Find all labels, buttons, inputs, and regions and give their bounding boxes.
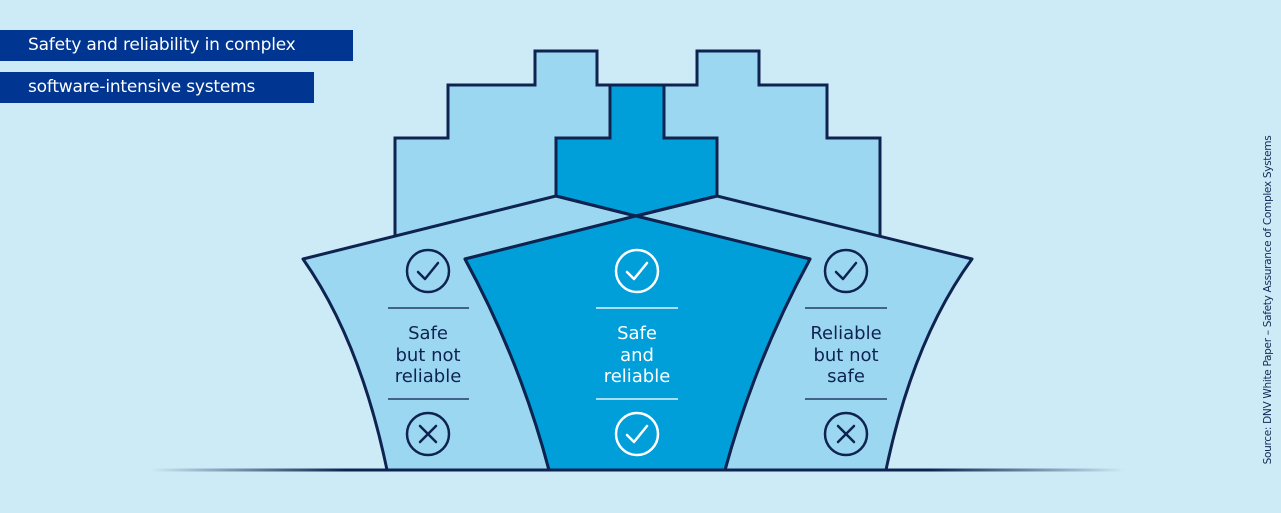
water-line <box>150 468 1125 472</box>
check-circle-icon <box>614 248 660 294</box>
ship-label-line: reliable <box>604 366 671 387</box>
ship-label-line: and <box>620 345 654 366</box>
ship-label-line: safe <box>827 366 865 387</box>
left-ship-content: Safe but not reliable <box>388 248 469 457</box>
ship-label-line: reliable <box>395 366 462 387</box>
ship-label-line: Reliable <box>810 323 881 344</box>
check-circle-icon <box>823 248 869 294</box>
deck-line-b <box>635 194 718 218</box>
deck-line-a <box>555 194 637 218</box>
ship-label-line: but not <box>813 345 878 366</box>
x-circle-icon <box>405 411 451 457</box>
x-circle-icon <box>823 411 869 457</box>
center-ship-content: Safe and reliable <box>596 248 678 457</box>
check-circle-icon <box>614 411 660 457</box>
check-circle-icon <box>405 248 451 294</box>
title-line-2: software-intensive systems <box>0 72 314 103</box>
ship-label-line: but not <box>395 345 460 366</box>
ship-label-line: Safe <box>617 323 657 344</box>
title-line-1: Safety and reliability in complex <box>0 30 353 61</box>
right-ship-content: Reliable but not safe <box>805 248 887 457</box>
ship-label-line: Safe <box>408 323 448 344</box>
